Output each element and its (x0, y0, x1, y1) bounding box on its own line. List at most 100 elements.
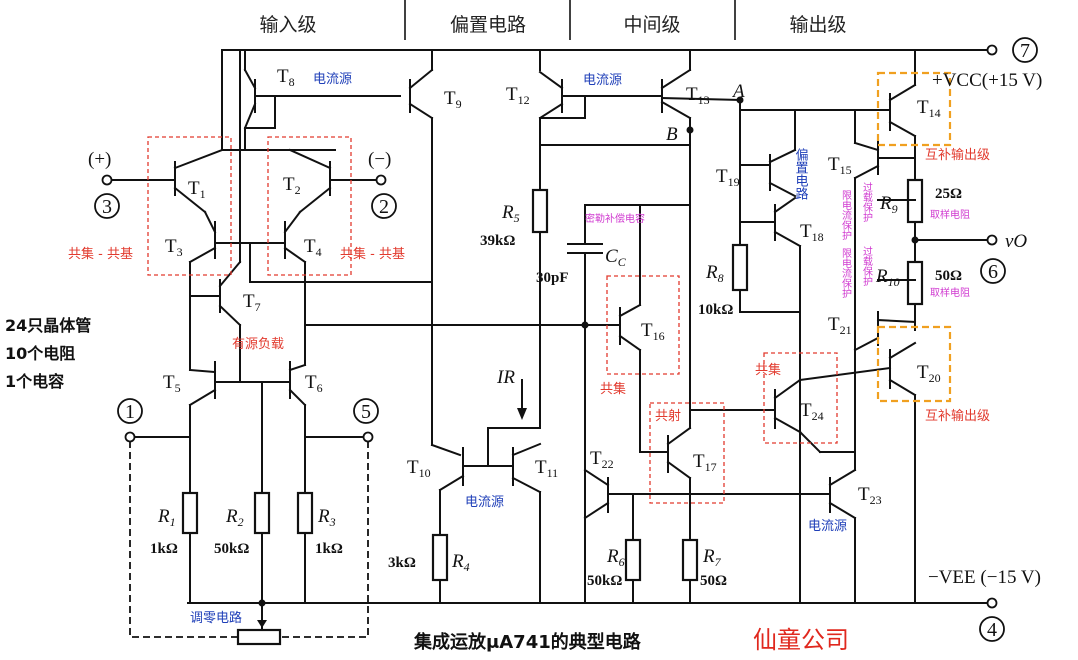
box-t2-t4 (267, 136, 352, 276)
terminal-labels: 3 2 (+) (−) 1 5 7 6 4 +VCC(+15 V) −VEE (… (88, 37, 1042, 642)
label-r7: R7 (702, 546, 722, 569)
transistor-labels: T8 T9 T1 T2 T3 T4 T7 T5 T6 T10 T11 T12 T… (163, 66, 941, 507)
t10-collector (430, 443, 462, 457)
label-t7-subscript: 7 (255, 300, 261, 314)
label-r4-subscript: 4 (464, 560, 470, 574)
label-cc-subscript: C (618, 255, 627, 269)
terminal-1[interactable] (124, 431, 136, 443)
t13-emitter (660, 68, 692, 90)
t6-collector (288, 363, 307, 372)
resistor-r7 (681, 538, 699, 582)
label-t16: T16 (641, 320, 665, 343)
label-r7-subscript: 7 (715, 555, 722, 569)
annotation-bias-vertical: 偏置电路 (793, 148, 809, 200)
terminal-7-circle (1012, 37, 1038, 63)
label-t19: T19 (716, 166, 740, 189)
label-t13: T13 (686, 84, 710, 107)
t10-emitter (438, 474, 465, 492)
label-t6: T6 (305, 372, 323, 395)
t7-emitter (218, 304, 242, 327)
t2-emitter (298, 186, 332, 214)
t18-collector (773, 196, 797, 214)
middle-stage (567, 49, 831, 604)
section-header: 输入级 偏置电路 中间级 输出级 (259, 0, 847, 40)
annotation-limit-1: 限电流保护 (840, 190, 852, 241)
terminal-4[interactable] (986, 597, 998, 609)
label-t21: T21 (828, 314, 852, 337)
terminal-3[interactable] (101, 174, 113, 186)
terminal-1-circle (117, 398, 143, 424)
label-r1-subscript: 1 (170, 515, 176, 529)
t19-collector (768, 148, 797, 164)
annotation-cc-t16: 共集 (600, 381, 626, 397)
annotation-overcurrent-1: 过载保护 (861, 181, 873, 223)
annotation-current-source-t10: 电流源 (465, 495, 504, 510)
annotation-miller-cap: 密勒补偿电容 (585, 212, 645, 225)
terminal-2[interactable] (375, 174, 387, 186)
pot-wiper (257, 620, 267, 628)
null-wire-right (280, 441, 369, 638)
terminal-5[interactable] (362, 431, 374, 443)
label-r3: R3 (317, 506, 336, 529)
label-t22: T22 (590, 448, 614, 471)
t21-emitter (876, 318, 917, 324)
t23-collector (828, 468, 857, 487)
annotation-current-source-t23: 电流源 (808, 519, 847, 534)
terminal-7[interactable] (986, 44, 998, 56)
terminal-2-circle (371, 193, 397, 219)
label-t8-subscript: 8 (289, 75, 295, 89)
ir-label: IR (496, 367, 515, 388)
label-t24-subscript: 24 (812, 409, 824, 423)
side-notes: 24只晶体管 10个电阻 1个电容 (5, 316, 91, 391)
null-potentiometer[interactable] (236, 628, 282, 646)
resistor-r5 (531, 188, 549, 234)
terminal-2-label: 2 (379, 196, 389, 218)
t1-collector (173, 148, 224, 170)
label-t17-subscript: 17 (705, 460, 717, 474)
label-t18: T18 (800, 221, 824, 244)
value-r3: 1kΩ (315, 541, 343, 557)
vo-label: vO (1005, 231, 1027, 252)
label-t6-subscript: 6 (317, 381, 323, 395)
resistor-r2 (253, 491, 271, 535)
header-input-stage: 输入级 (259, 14, 316, 36)
t12-emitter (538, 70, 564, 90)
t24-emitter (773, 378, 802, 400)
t5-emitter (188, 388, 217, 407)
t2-collector (288, 148, 332, 170)
wire (798, 366, 892, 382)
label-t10-subscript: 10 (419, 466, 431, 480)
label-r8: R8 (705, 262, 724, 285)
t13-collector-a (660, 96, 742, 102)
label-t11: T11 (535, 457, 558, 480)
t9-emitter (408, 68, 434, 90)
label-t24: T24 (800, 400, 824, 423)
terminal-6[interactable] (986, 234, 998, 246)
t15-emitter (853, 164, 880, 180)
terminal-1-label: 1 (125, 401, 135, 423)
terminal-3-label: 3 (102, 196, 112, 218)
annotation-current-source-t8: 电流源 (313, 72, 352, 87)
wire (283, 210, 302, 234)
label-t1-subscript: 1 (200, 187, 206, 201)
annotation-boxes (147, 71, 952, 504)
label-t23: T23 (858, 484, 882, 507)
label-t13-subscript: 13 (698, 93, 710, 107)
label-t12: T12 (506, 84, 530, 107)
terminal-7-label: 7 (1020, 40, 1030, 62)
terminal-5-circle (353, 398, 379, 424)
t9-collector (408, 102, 434, 120)
label-t2-subscript: 2 (295, 183, 301, 197)
label-t16-subscript: 16 (653, 329, 665, 343)
box-t1-t3 (147, 136, 232, 276)
t20-emitter (888, 341, 917, 360)
value-r5: 39kΩ (480, 233, 515, 249)
value-r9: 25Ω (935, 186, 962, 202)
label-t3-subscript: 3 (177, 245, 183, 259)
annotation-sense-r10: 取样电阻 (930, 286, 970, 299)
label-r2-subscript: 2 (238, 515, 244, 529)
label-t21-subscript: 21 (840, 323, 852, 337)
label-r10: R10 (875, 266, 900, 289)
t6-emitter (288, 388, 307, 407)
